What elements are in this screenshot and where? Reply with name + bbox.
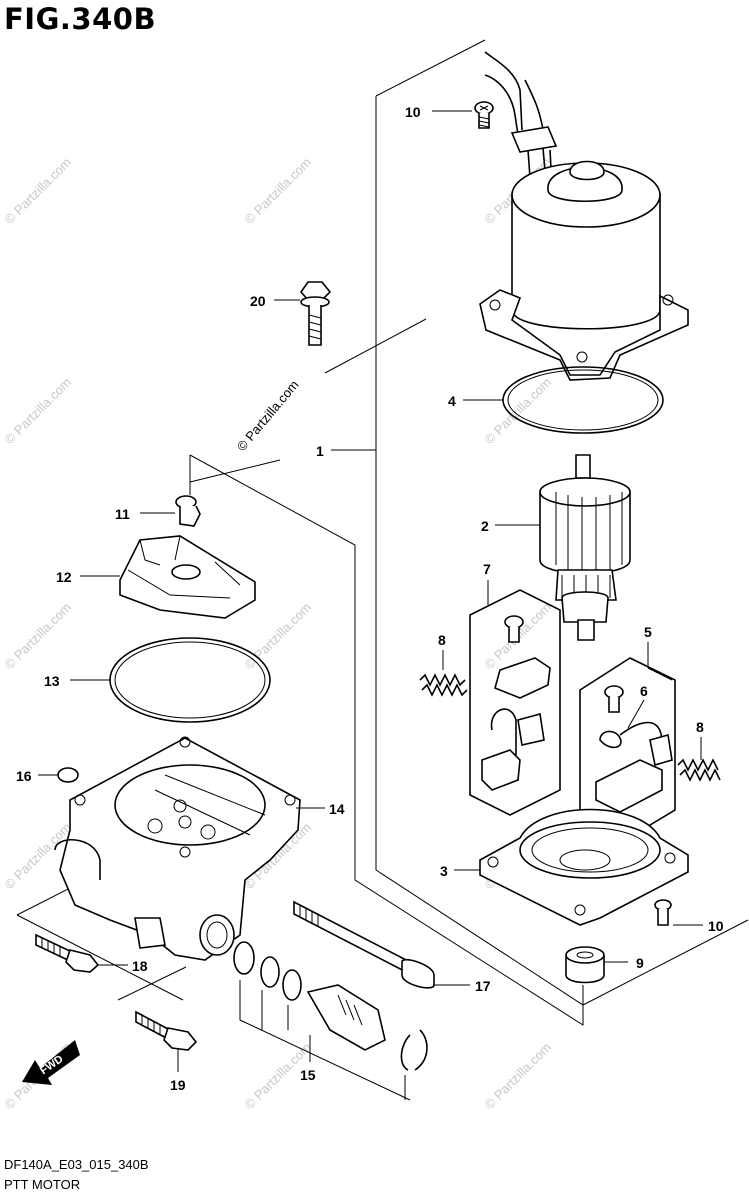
- watermark: © Partzilla.com: [2, 600, 75, 673]
- leader-lines: [38, 110, 703, 1072]
- part-15-valve-kit: [233, 941, 428, 1101]
- diagram-name: PTT MOTOR: [4, 1177, 81, 1192]
- watermark: © Partzilla.com: [2, 155, 75, 228]
- callout-3: 3: [440, 863, 448, 879]
- watermark: © Partzilla.com: [2, 375, 75, 448]
- figure-title: FIG.340B: [4, 2, 157, 36]
- part-9-bushing: [565, 946, 605, 984]
- callout-19: 19: [170, 1077, 186, 1093]
- callout-8-left: 8: [438, 632, 446, 648]
- part-20-bolt: [299, 281, 332, 346]
- part-10-screw-top: [474, 101, 494, 129]
- diagram-code: DF140A_E03_015_340B: [4, 1157, 149, 1172]
- callout-9: 9: [636, 955, 644, 971]
- watermark: © Partzilla.com: [242, 155, 315, 228]
- callout-15: 15: [300, 1067, 316, 1083]
- part-8-spring-left: [419, 673, 468, 697]
- callout-18: 18: [132, 958, 148, 974]
- callout-8-right: 8: [696, 719, 704, 735]
- callout-14: 14: [329, 801, 345, 817]
- callout-2: 2: [481, 518, 489, 534]
- callout-10-top: 10: [405, 104, 421, 120]
- part-11-screw: [175, 495, 201, 527]
- callout-20: 20: [250, 293, 266, 309]
- callout-16: 16: [16, 768, 32, 784]
- part-2-armature: [539, 454, 631, 641]
- part-18-bolt: [35, 933, 100, 973]
- part-7-brush-holder: [469, 589, 561, 816]
- watermark: © Partzilla.com: [242, 600, 315, 673]
- callout-17: 17: [475, 978, 491, 994]
- part-17-bolt: [293, 900, 435, 989]
- callout-1: 1: [316, 443, 324, 459]
- part-3-end-cap: [479, 808, 689, 926]
- callout-11: 11: [115, 506, 130, 522]
- assembly-outline: [16, 39, 749, 1026]
- part-13-o-ring: [109, 637, 271, 723]
- callout-5: 5: [644, 624, 652, 640]
- callout-12: 12: [56, 569, 72, 585]
- part-8-spring-right: [677, 758, 721, 782]
- callout-labels: 10 20 4 1 2 11 7 12 8 5 13 6 8 16 14 3 1…: [16, 104, 724, 1093]
- part-12-cover: [119, 535, 256, 619]
- watermark: © Partzilla.com: [482, 1040, 555, 1113]
- callout-7: 7: [483, 561, 491, 577]
- part-10-screw-bottom: [654, 899, 672, 926]
- callout-13: 13: [44, 673, 60, 689]
- part-16-ring: [57, 767, 79, 783]
- part-1-motor: [479, 51, 689, 381]
- part-19-bolt: [135, 1010, 198, 1051]
- callout-10-bottom: 10: [708, 918, 724, 934]
- callout-4: 4: [448, 393, 456, 409]
- callout-6: 6: [640, 683, 648, 699]
- fwd-arrow-icon: FWD: [22, 1040, 80, 1085]
- watermark-dark: © Partzilla.com: [234, 377, 302, 454]
- part-14-housing: [54, 736, 301, 961]
